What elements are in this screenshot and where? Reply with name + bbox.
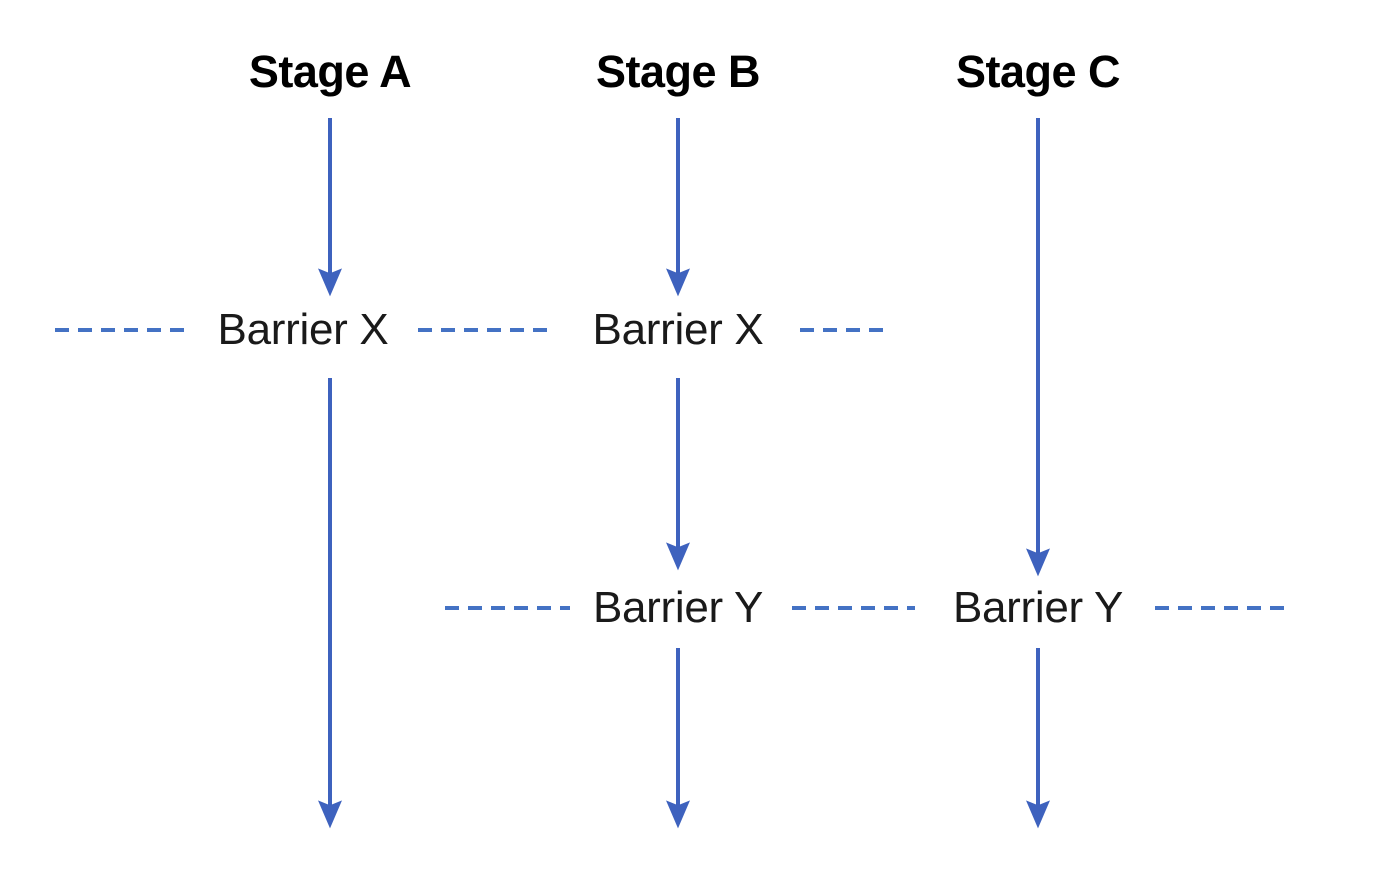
dashed-connector-layer [55,328,1285,610]
stage-label: Stage A [248,46,412,97]
barrier-node-label: Barrier X [207,305,399,355]
barrier-node-label: Barrier Y [942,583,1134,633]
stage-label: Stage C [955,46,1121,97]
stage-label: Stage B [595,46,761,97]
arrow-layer [318,118,1050,829]
barrier-node-label: Barrier X [582,305,774,355]
barrier-node-label: Barrier Y [582,583,774,633]
